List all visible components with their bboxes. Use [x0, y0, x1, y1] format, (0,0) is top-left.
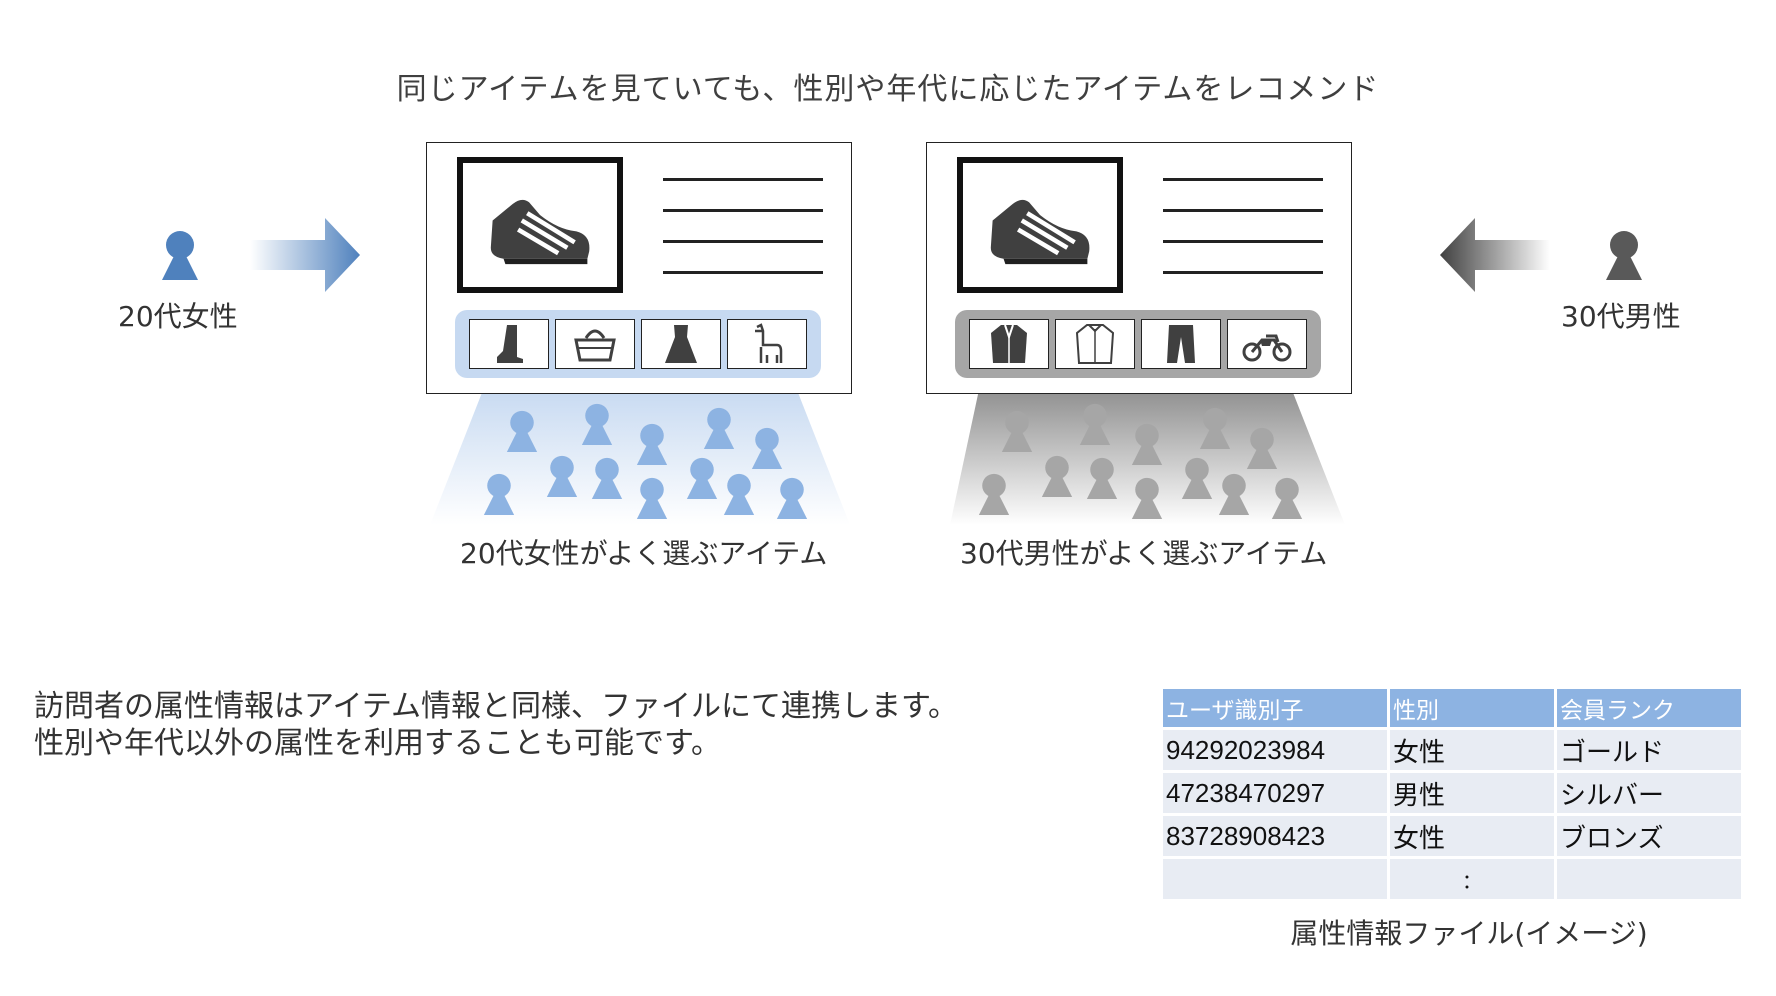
table-caption: 属性情報ファイル(イメージ)	[1290, 917, 1648, 950]
table-cell	[1557, 859, 1741, 899]
sneaker-icon	[485, 184, 595, 266]
table-cell: 女性	[1390, 730, 1554, 770]
left-arrow-icon	[1440, 218, 1550, 292]
left-group-label: 20代女性がよく選ぶアイテム	[460, 537, 828, 570]
table-cell: ブロンズ	[1557, 816, 1741, 856]
right-arrow-icon	[250, 218, 360, 292]
slide-title: 同じアイテムを見ていても、性別や年代に応じたアイテムをレコメンド	[396, 72, 1380, 107]
text-line	[1163, 209, 1323, 212]
text-line	[1163, 271, 1323, 274]
left-crowd	[430, 385, 850, 525]
text-line	[663, 178, 823, 181]
table-cell: 女性	[1390, 816, 1554, 856]
table-row: 83728908423 女性 ブロンズ	[1163, 816, 1741, 856]
description-line-2: 性別や年代以外の属性を利用することも可能です。	[34, 726, 721, 761]
table-cell: 男性	[1390, 773, 1554, 813]
column-header: ユーザ識別子	[1163, 689, 1387, 727]
left-main-item[interactable]	[457, 157, 623, 293]
text-line	[1163, 178, 1323, 181]
recommend-item[interactable]	[1227, 319, 1307, 369]
right-product-card	[926, 142, 1352, 394]
recommend-item[interactable]	[727, 319, 807, 369]
recommend-item[interactable]	[969, 319, 1049, 369]
recommend-item[interactable]	[641, 319, 721, 369]
alpaca-icon	[755, 323, 783, 363]
table-row: 47238470297 男性 シルバー	[1163, 773, 1741, 813]
table-row: 94292023984 女性 ゴールド	[1163, 730, 1741, 770]
recommend-item[interactable]	[1055, 319, 1135, 369]
sneaker-icon	[985, 184, 1095, 266]
left-user-icon	[160, 230, 200, 280]
boot-icon	[497, 325, 523, 363]
text-line	[663, 240, 823, 243]
column-header: 会員ランク	[1557, 689, 1741, 727]
table-cell: シルバー	[1557, 773, 1741, 813]
right-user-icon	[1604, 230, 1644, 280]
recommend-item[interactable]	[555, 319, 635, 369]
description-line-1: 訪問者の属性情報はアイテム情報と同様、ファイルにて連携します。	[34, 689, 958, 724]
text-line	[663, 271, 823, 274]
text-line	[1163, 240, 1323, 243]
left-user-label: 20代女性	[118, 300, 238, 333]
recommend-item[interactable]	[469, 319, 549, 369]
jacket-icon	[991, 324, 1027, 363]
right-user-label: 30代男性	[1561, 300, 1681, 333]
motorcycle-icon	[1242, 334, 1292, 362]
table-cell: ：	[1390, 859, 1554, 899]
table-cell: 47238470297	[1163, 773, 1387, 813]
dress-icon	[665, 325, 697, 363]
left-product-card	[426, 142, 852, 394]
description: 訪問者の属性情報はアイテム情報と同様、ファイルにて連携します。 性別や年代以外の…	[34, 688, 958, 762]
left-recommend-strip	[455, 310, 821, 378]
shirt-icon	[1075, 324, 1115, 364]
handbag-icon	[574, 329, 616, 362]
table-row: ：	[1163, 859, 1741, 899]
recommend-item[interactable]	[1141, 319, 1221, 369]
table-cell: ゴールド	[1557, 730, 1741, 770]
right-group-label: 30代男性がよく選ぶアイテム	[960, 537, 1328, 570]
right-crowd	[950, 385, 1345, 525]
right-recommend-strip	[955, 310, 1321, 378]
table-cell	[1163, 859, 1387, 899]
text-line	[663, 209, 823, 212]
right-main-item[interactable]	[957, 157, 1123, 293]
table-header-row: ユーザ識別子 性別 会員ランク	[1163, 689, 1741, 727]
pants-icon	[1167, 325, 1195, 363]
column-header: 性別	[1390, 689, 1554, 727]
table-cell: 94292023984	[1163, 730, 1387, 770]
attribute-table: ユーザ識別子 性別 会員ランク 94292023984 女性 ゴールド 4723…	[1160, 686, 1744, 902]
table-cell: 83728908423	[1163, 816, 1387, 856]
